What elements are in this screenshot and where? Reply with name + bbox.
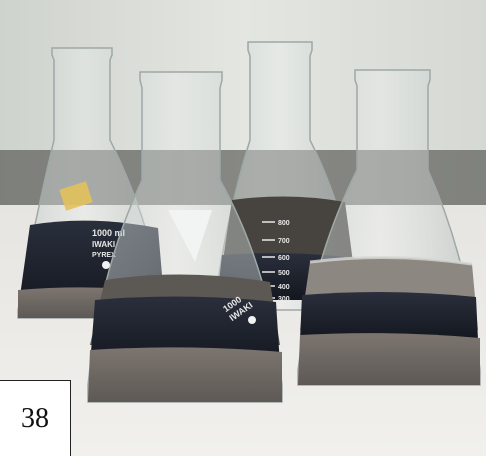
grad-label-700: 700 — [278, 238, 290, 245]
grad-label-600: 600 — [278, 255, 290, 262]
flask-right — [297, 69, 481, 386]
grad-label-400: 400 — [278, 284, 290, 291]
page-number-box: 38 — [0, 380, 71, 456]
graduation-marks: 800 700 600 500 400 300 — [262, 220, 290, 303]
flask-brand-marking: IWAKI — [92, 240, 115, 249]
flask-front: 1000 IWAKI — [87, 71, 283, 403]
grad-label-800: 800 — [278, 220, 290, 227]
flask-sub-marking: PYREX — [92, 252, 116, 259]
page-number: 38 — [21, 402, 49, 434]
flask-volume-marking: 1000 ml — [92, 228, 125, 238]
grad-label-300: 300 — [278, 296, 290, 303]
grad-label-500: 500 — [278, 270, 290, 277]
